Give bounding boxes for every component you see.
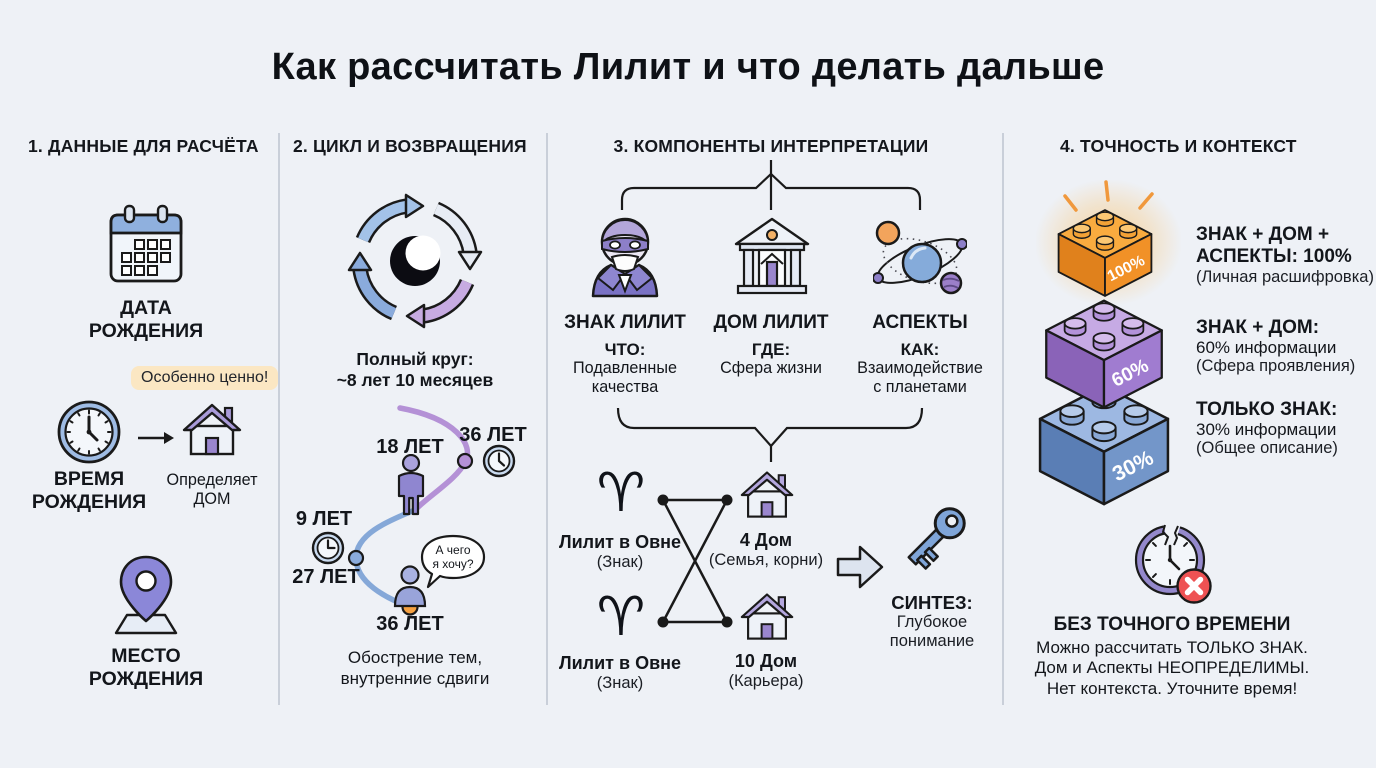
date-of-birth-label: ДАТА РОЖДЕНИЯ: [88, 297, 204, 342]
sign2-sub: (Знак): [596, 674, 644, 692]
lego-brick-60: 60%: [1045, 299, 1163, 409]
component-sign-desc: Подавленные качества: [573, 359, 677, 397]
block-arrow-icon: [836, 545, 884, 589]
speech-bubble-text: А чего я хочу?: [432, 543, 474, 572]
col3-header: 3. КОМПОНЕНТЫ ИНТЕРПРЕТАЦИИ: [613, 136, 929, 156]
component-sign-title: ЗНАК ЛИЛИТ: [564, 312, 686, 333]
tier3-info: 30% информации: [1196, 420, 1337, 439]
sign2-label: Лилит в Овне: [558, 653, 682, 673]
synthesis-desc: Глубокое понимание: [889, 613, 975, 651]
small-clock-36-icon: [482, 444, 516, 478]
tier3-title: ТОЛЬКО ЗНАК:: [1196, 399, 1338, 420]
arrow-right-icon: [138, 432, 174, 444]
full-circle-caption: Полный круг: ~8 лет 10 месяцев: [336, 349, 494, 390]
temple-house-icon: [734, 217, 810, 295]
tier3-sub: (Общее описание): [1196, 439, 1338, 457]
tier1-sub: (Личная расшифровка): [1196, 268, 1374, 286]
synthesis-title: СИНТЕЗ:: [891, 592, 973, 613]
column-divider-2: [546, 133, 548, 705]
column-divider-3: [1002, 133, 1004, 705]
house4-sub: (Семья, корни): [708, 551, 824, 569]
house-10-icon: [740, 593, 794, 640]
tier2-title: ЗНАК + ДОМ:: [1196, 317, 1320, 338]
broken-clock-icon: [1134, 522, 1212, 604]
time-of-birth-label: ВРЕМЯ РОЖДЕНИЯ: [31, 468, 147, 513]
aries-icon-2: ♈: [596, 587, 646, 647]
age-27-label: 27 ЛЕТ: [292, 566, 360, 588]
component-sign-question: ЧТО:: [604, 340, 646, 359]
component-house-question: ГДЕ:: [751, 340, 791, 359]
age-18-label: 18 ЛЕТ: [376, 436, 444, 458]
small-clock-9-icon: [311, 531, 345, 565]
house10-sub: (Карьера): [728, 672, 804, 690]
tier2-info: 60% информации: [1196, 338, 1337, 357]
component-aspects-question: КАК:: [900, 340, 940, 359]
age-timeline-curve: [347, 405, 474, 616]
clock-icon: [57, 400, 121, 464]
component-house-title: ДОМ ЛИЛИТ: [713, 312, 829, 333]
especially-valuable-badge: Особенно ценно!: [131, 366, 279, 390]
defines-house-note: Определяет ДОМ: [166, 471, 258, 509]
col1-header: 1. ДАННЫЕ ДЛЯ РАСЧЁТА: [28, 136, 259, 156]
no-time-lines: Можно рассчитать ТОЛЬКО ЗНАК. Дом и Аспе…: [1034, 638, 1310, 698]
age-36-bottom-label: 36 ЛЕТ: [376, 613, 444, 635]
planets-orbit-icon: [873, 220, 967, 295]
sitting-person-icon: [393, 565, 427, 608]
person-icon: [397, 454, 425, 516]
page-title: Как рассчитать Лилит и что делать дальше: [271, 46, 1105, 88]
sign1-sub: (Знак): [596, 553, 644, 571]
col4-header: 4. ТОЧНОСТЬ И КОНТЕКСТ: [1060, 136, 1297, 156]
key-icon: [907, 507, 966, 570]
age-9-label: 9 ЛЕТ: [295, 508, 353, 530]
house-4-icon: [740, 471, 794, 518]
cycle-footer-note: Обострение тем, внутренние сдвиги: [340, 648, 490, 688]
split-bracket: [620, 160, 922, 210]
no-time-title: БЕЗ ТОЧНОГО ВРЕМЕНИ: [1053, 614, 1291, 635]
column-divider-1: [278, 133, 280, 705]
merge-bracket: [616, 407, 924, 462]
cross-connection-lines: [657, 494, 733, 628]
lego-brick-100: 100%: [1057, 209, 1153, 297]
lilith-masked-figure-icon: [591, 217, 659, 298]
calendar-icon: [109, 204, 183, 283]
house10-label: 10 Дом: [734, 651, 798, 671]
house-icon: [182, 403, 242, 456]
component-house-desc: Сфера жизни: [720, 359, 822, 377]
age-36-top-label: 36 ЛЕТ: [459, 424, 527, 446]
speech-bubble: [420, 534, 486, 589]
place-of-birth-label: МЕСТО РОЖДЕНИЯ: [88, 645, 204, 690]
cycle-arrows-moon-icon: [347, 193, 483, 329]
house4-label: 4 Дом: [739, 530, 793, 550]
location-pin-icon: [114, 555, 178, 635]
aries-icon: ♈: [596, 463, 646, 523]
tier1-title: ЗНАК + ДОМ + АСПЕКТЫ: 100%: [1196, 224, 1352, 268]
col2-header: 2. ЦИКЛ И ВОЗВРАЩЕНИЯ: [293, 136, 527, 156]
tier2-sub: (Сфера проявления): [1196, 357, 1356, 375]
component-aspects-desc: Взаимодействие с планетами: [857, 359, 983, 397]
sun-rays: [1063, 180, 1154, 212]
sign1-label: Лилит в Овне: [558, 532, 682, 552]
component-aspects-title: АСПЕКТЫ: [872, 312, 968, 333]
